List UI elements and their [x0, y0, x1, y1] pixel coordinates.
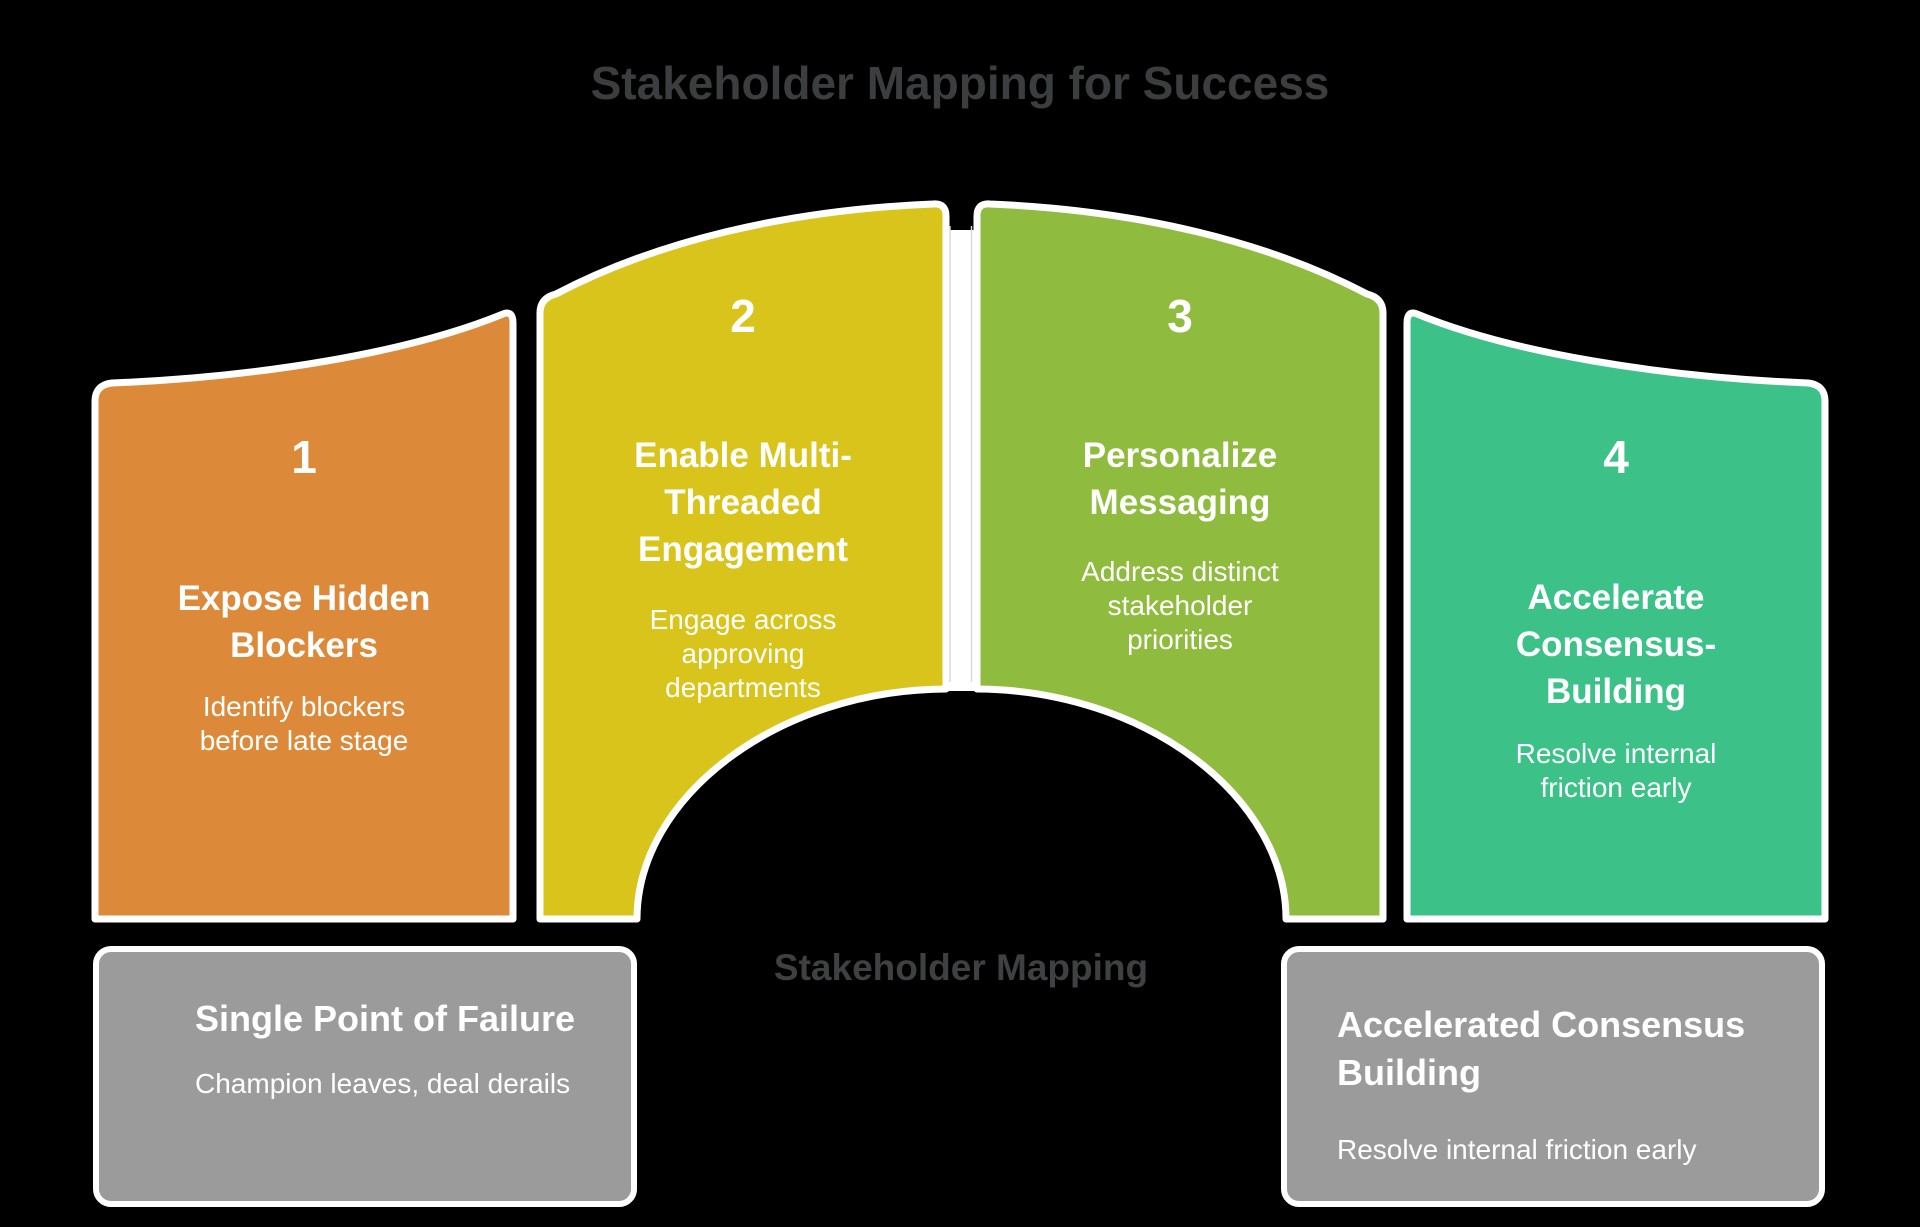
- step-panel-4: [1403, 309, 1829, 923]
- step-panel-2: [536, 200, 950, 923]
- step-description: Resolve internal friction early: [1515, 738, 1717, 803]
- callout-title: Single Point of Failure: [195, 998, 576, 1039]
- step-1-text: 1 Expose Hidden Blockers Identify blocke…: [95, 0, 513, 919]
- step-description: Engage across approving departments: [649, 604, 837, 703]
- risk-callout: Single Point of Failure Champion leaves,…: [93, 946, 637, 1207]
- step-number: 1: [291, 431, 317, 483]
- step-2-text: 2 Enable Multi- Threaded Engagement Enga…: [540, 0, 946, 919]
- step-3-text: 3 Personalize Messaging Address distinct…: [977, 0, 1383, 919]
- step-description: Identify blockers before late stage: [199, 691, 409, 756]
- step-title: Expose Hidden Blockers: [177, 579, 431, 665]
- benefit-callout: Accelerated Consensus Building Resolve i…: [1281, 946, 1825, 1207]
- step-4-text: 4 Accelerate Consensus- Building Resolve…: [1407, 0, 1825, 919]
- step-panel-1: [91, 309, 517, 923]
- step-title: Personalize Messaging: [1082, 436, 1278, 522]
- step-description: Address distinct stakeholder priorities: [1081, 556, 1279, 655]
- step-number: 3: [1167, 290, 1193, 342]
- callout-title: Accelerated Consensus Building: [1337, 1004, 1746, 1093]
- diagram-title: Stakeholder Mapping for Success: [590, 57, 1330, 109]
- step-number: 2: [730, 290, 756, 342]
- callout-description: Champion leaves, deal derails: [195, 1068, 571, 1099]
- callout-description: Resolve internal friction early: [1337, 1134, 1697, 1165]
- step-number: 4: [1603, 431, 1629, 483]
- bridge-label: Stakeholder Mapping: [773, 947, 1149, 988]
- step-title: Accelerate Consensus- Building: [1515, 578, 1717, 711]
- step-panel-3: [973, 200, 1387, 923]
- step-title: Enable Multi- Threaded Engagement: [634, 436, 852, 569]
